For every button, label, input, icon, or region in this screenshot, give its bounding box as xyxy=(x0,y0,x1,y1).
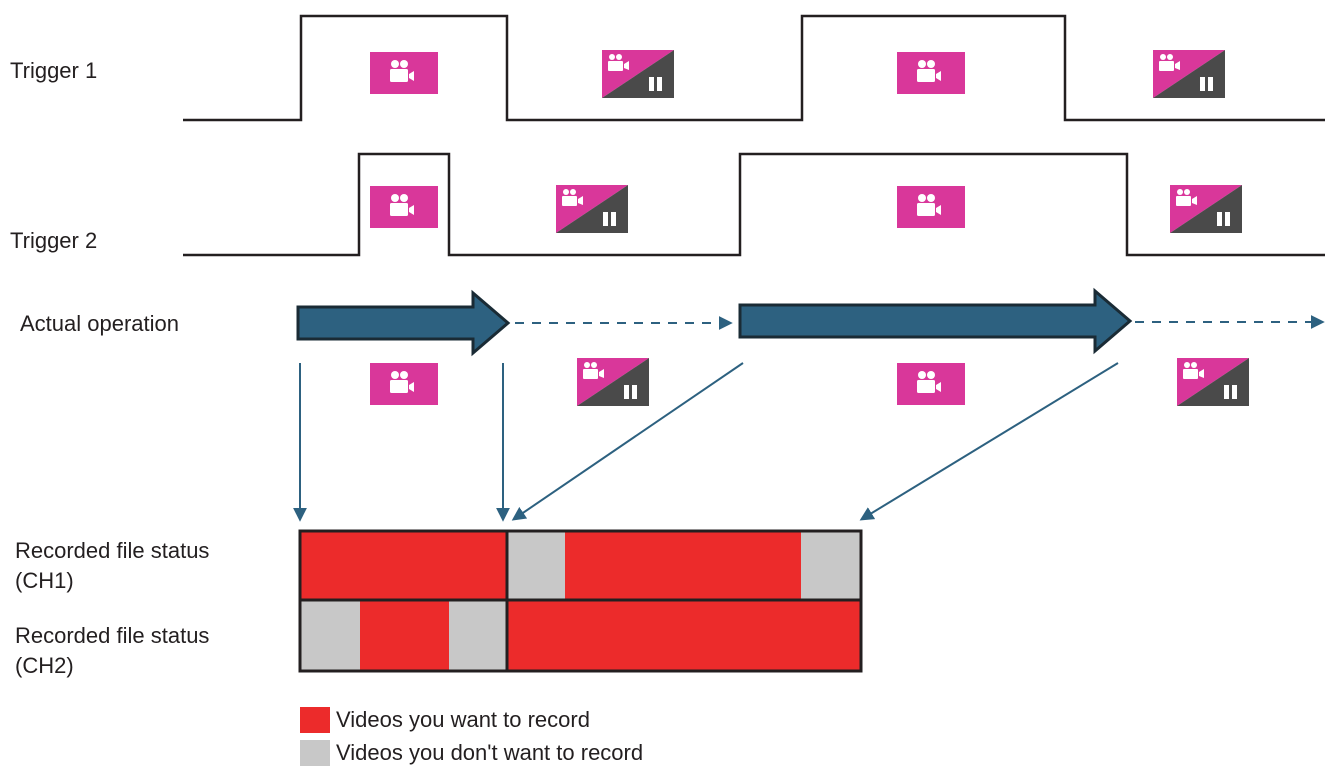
legend-dont-want: Videos you don't want to record xyxy=(300,740,643,766)
legend-want-label: Videos you want to record xyxy=(336,707,590,732)
trigger1-pause-icon-2-pause-bar-1 xyxy=(1200,77,1205,91)
ch2-segment-want-2 xyxy=(507,600,860,670)
operation-pause-icon-1-cam-reel-1 xyxy=(584,362,590,368)
trigger1-waveform xyxy=(183,14,1325,122)
trigger2-label: Trigger 2 xyxy=(10,228,98,253)
trigger1-pause-icon-2-cam-body xyxy=(1159,61,1174,71)
trigger2-pause-icon-2-cam-lens xyxy=(1192,196,1197,205)
pointer-arrow-3 xyxy=(511,362,744,521)
actual-operation-label: Actual operation xyxy=(20,311,179,336)
trigger2-pause-icon-1-cam-reel-1 xyxy=(563,189,569,195)
operation-record-arrow-2 xyxy=(738,287,1133,355)
operation-pause-icon-1-pause-bar-2 xyxy=(632,385,637,399)
trigger1-record-icon-2-lens xyxy=(936,71,941,81)
trigger1-pause-icon-2-pause-bar-2 xyxy=(1208,77,1213,91)
ch2-segment-dont-want-2 xyxy=(449,600,507,670)
legend-dont-want-label: Videos you don't want to record xyxy=(336,740,644,765)
trigger1-record-icon-2-reel-2 xyxy=(927,60,935,68)
trigger2-record-icon-1-lens xyxy=(409,205,414,215)
ch2-status-label-line2: (CH2) xyxy=(15,653,74,678)
trigger1-record-icon-1-reel-2 xyxy=(400,60,408,68)
operation-pause-icon-1-cam-lens xyxy=(599,369,604,378)
operation-pause-icon-2-cam-reel-2 xyxy=(1191,362,1197,368)
trigger1-pause-icon-2-dark xyxy=(1153,50,1225,98)
ch2-status-label: Recorded file status (CH2) xyxy=(15,621,209,681)
operation-pause-icon-2-cam-body xyxy=(1183,369,1198,379)
trigger1-pause-icon-1-pause-bar-2 xyxy=(657,77,662,91)
ch1-status-label-line2: (CH1) xyxy=(15,568,74,593)
trigger2-record-icon-2-reel-1 xyxy=(918,194,926,202)
trigger1-pause-icon-1-dark xyxy=(602,50,674,98)
trigger2-record-icon-1-reel-1 xyxy=(391,194,399,202)
trigger1-record-icon-2-reel-1 xyxy=(918,60,926,68)
operation-record-icon-2-reel-1 xyxy=(918,371,926,379)
trigger2-pause-icon-2-pause-bar-1 xyxy=(1217,212,1222,226)
trigger2-record-icon-1-reel-2 xyxy=(400,194,408,202)
trigger1-pause-icon-1-cam-body xyxy=(608,61,623,71)
ch1-segment-want-1 xyxy=(301,532,507,600)
trigger2-pause-icon-1-cam-body xyxy=(562,196,577,206)
trigger1-pause-icon-1-cam-reel-2 xyxy=(616,54,622,60)
trigger1-pause-icon-1-cam-reel-1 xyxy=(609,54,615,60)
operation-record-icon-2-reel-2 xyxy=(927,371,935,379)
trigger1-record-icon-1-body xyxy=(390,69,408,82)
trigger2-pause-icon-1-dark xyxy=(556,185,628,233)
operation-pause-icon-1-dark xyxy=(577,358,649,406)
ch2-status-label-line1: Recorded file status xyxy=(15,623,210,648)
trigger1-pause-icon-2-cam-reel-1 xyxy=(1160,54,1166,60)
trigger2-pause-icon-2-cam-body xyxy=(1176,196,1191,206)
ch2-segment-want-1 xyxy=(360,600,449,670)
operation-pause-icon-2-cam-lens xyxy=(1199,369,1204,378)
trigger1-record-icon-2-body xyxy=(917,69,935,82)
trigger2-record-icon-2-lens xyxy=(936,205,941,215)
trigger2-pause-icon-2-cam-reel-2 xyxy=(1184,189,1190,195)
ch1-segment-dont-want-1 xyxy=(507,532,565,600)
trigger2-pause-icon-2-dark xyxy=(1170,185,1242,233)
trigger2-pause-icon-2-pause-bar-2 xyxy=(1225,212,1230,226)
trigger2-waveform xyxy=(183,152,1325,257)
operation-pause-icon-1-cam-reel-2 xyxy=(591,362,597,368)
trigger2-pause-icon-2-cam-reel-1 xyxy=(1177,189,1183,195)
operation-pause-icon-2-pause-bar-1 xyxy=(1224,385,1229,399)
operation-record-icon-1-reel-1 xyxy=(391,371,399,379)
trigger1-record-icon-1-lens xyxy=(409,71,414,81)
operation-record-arrow-1 xyxy=(296,289,511,357)
operation-record-icon-2-body xyxy=(917,380,935,393)
operation-record-icon-2-lens xyxy=(936,382,941,392)
trigger1-pause-icon-2-cam-lens xyxy=(1175,61,1180,70)
trigger2-pause-icon-1-pause-bar-1 xyxy=(603,212,608,226)
operation-pause-icon-2-pause-bar-2 xyxy=(1232,385,1237,399)
trigger2-record-icon-1-body xyxy=(390,203,408,216)
ch1-status-label-line1: Recorded file status xyxy=(15,538,210,563)
operation-pause-icon-2-dark xyxy=(1177,358,1249,406)
trigger2-record-icon-2-reel-2 xyxy=(927,194,935,202)
operation-record-icon-1-body xyxy=(390,380,408,393)
ch2-segment-dont-want-1 xyxy=(301,600,360,670)
legend-want: Videos you want to record xyxy=(300,707,590,733)
trigger2-pause-icon-1-cam-reel-2 xyxy=(570,189,576,195)
ch1-segment-want-2 xyxy=(565,532,801,600)
trigger2-record-icon-2-body xyxy=(917,203,935,216)
trigger1-pause-icon-1-cam-lens xyxy=(624,61,629,70)
operation-pause-icon-1-pause-bar-1 xyxy=(624,385,629,399)
operation-record-icon-1-reel-2 xyxy=(400,371,408,379)
operation-record-icon-1-lens xyxy=(409,382,414,392)
operation-pause-icon-1-cam-body xyxy=(583,369,598,379)
legend-dont-want-swatch xyxy=(300,740,330,766)
operation-pause-icon-2-cam-reel-1 xyxy=(1184,362,1190,368)
trigger1-record-icon-1-reel-1 xyxy=(391,60,399,68)
trigger1-pause-icon-2-cam-reel-2 xyxy=(1167,54,1173,60)
ch1-segment-dont-want-2 xyxy=(801,532,860,600)
trigger1-pause-icon-1-pause-bar-1 xyxy=(649,77,654,91)
pointer-arrow-4 xyxy=(859,362,1119,521)
trigger2-pause-icon-1-pause-bar-2 xyxy=(611,212,616,226)
ch1-status-label: Recorded file status (CH1) xyxy=(15,536,209,596)
trigger2-pause-icon-1-cam-lens xyxy=(578,196,583,205)
legend-want-swatch xyxy=(300,707,330,733)
trigger1-label: Trigger 1 xyxy=(10,58,98,83)
